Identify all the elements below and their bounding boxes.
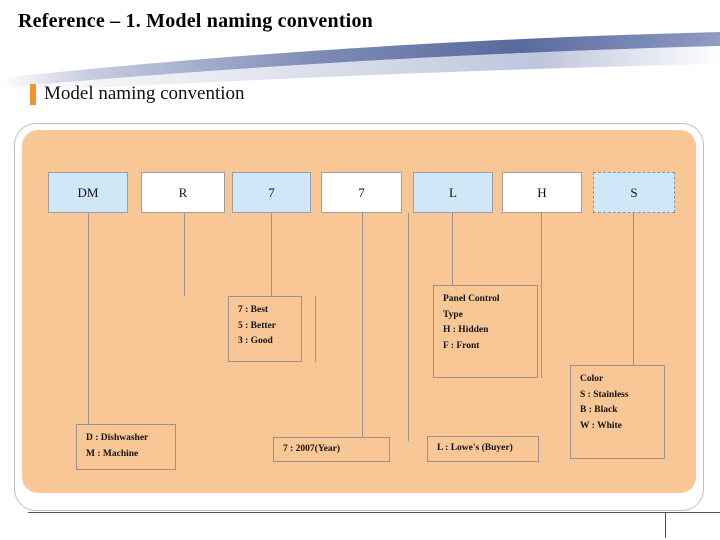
- buyer-legend-line: L : Lowe's (Buyer): [437, 443, 513, 454]
- page-title: Reference – 1. Model naming convention: [18, 10, 373, 32]
- buyer-legend-box: L : Lowe's (Buyer): [427, 436, 539, 462]
- connector-line-l: [408, 213, 409, 441]
- section-heading-label: Model naming convention: [44, 83, 245, 104]
- connector-line-7a: [271, 213, 272, 296]
- code-box-label: S: [630, 184, 638, 200]
- accent-bar-icon: [30, 83, 36, 105]
- footer-tick: [665, 512, 666, 538]
- color-legend-box: Color S : Stainless B : Black W : White: [570, 365, 665, 459]
- code-box-panel[interactable]: H: [502, 172, 582, 213]
- connector-line-r: [184, 213, 185, 296]
- code-box-label: DM: [77, 184, 99, 200]
- panel-control-legend-line: H : Hidden: [443, 325, 489, 335]
- code-box-label: L: [449, 184, 457, 200]
- code-box-label: 7: [268, 184, 275, 200]
- code-box-buyer[interactable]: L: [413, 172, 493, 213]
- code-box-r[interactable]: R: [141, 172, 225, 213]
- grade-legend-line: 7 : Best: [238, 305, 269, 315]
- color-legend-line: Color: [580, 374, 604, 384]
- connector-line-s: [633, 213, 634, 365]
- connector-line-h: [541, 213, 542, 378]
- code-box-label: R: [178, 184, 188, 200]
- year-legend-box: 7 : 2007(Year): [273, 437, 390, 462]
- code-box-color[interactable]: S: [593, 172, 675, 213]
- panel-control-legend-line: Panel Control: [443, 294, 500, 304]
- code-box-dm[interactable]: DM: [48, 172, 128, 213]
- grade-legend-box: 7 : Best 5 : Better 3 : Good: [228, 296, 302, 362]
- connector-line-dm: [88, 213, 89, 441]
- footer-rule: [28, 512, 720, 513]
- code-box-year[interactable]: 7: [321, 172, 402, 213]
- color-legend-line: W : White: [580, 420, 622, 431]
- code-box-grade[interactable]: 7: [232, 172, 311, 213]
- panel-control-legend-line: F : Front: [443, 340, 480, 351]
- panel-control-legend-box: Panel Control Type H : Hidden F : Front: [433, 285, 538, 378]
- machine-legend-line: M : Machine: [86, 448, 139, 459]
- year-legend-line: 7 : 2007(Year): [283, 443, 340, 454]
- panel-control-legend-line: Type: [443, 309, 463, 320]
- machine-legend-box: D : Dishwasher M : Machine: [76, 424, 176, 470]
- color-legend-line: S : Stainless: [580, 389, 629, 400]
- section-heading: Model naming convention: [30, 83, 245, 105]
- connector-line-7b: [315, 296, 316, 362]
- code-box-label: 7: [358, 184, 365, 200]
- grade-legend-line: 3 : Good: [238, 336, 273, 346]
- machine-legend-line: D : Dishwasher: [86, 433, 149, 443]
- color-legend-line: B : Black: [580, 405, 618, 415]
- connector-line-year: [362, 213, 363, 441]
- grade-legend-line: 5 : Better: [238, 320, 276, 331]
- connector-line-panel: [452, 213, 453, 285]
- code-box-label: H: [537, 184, 547, 200]
